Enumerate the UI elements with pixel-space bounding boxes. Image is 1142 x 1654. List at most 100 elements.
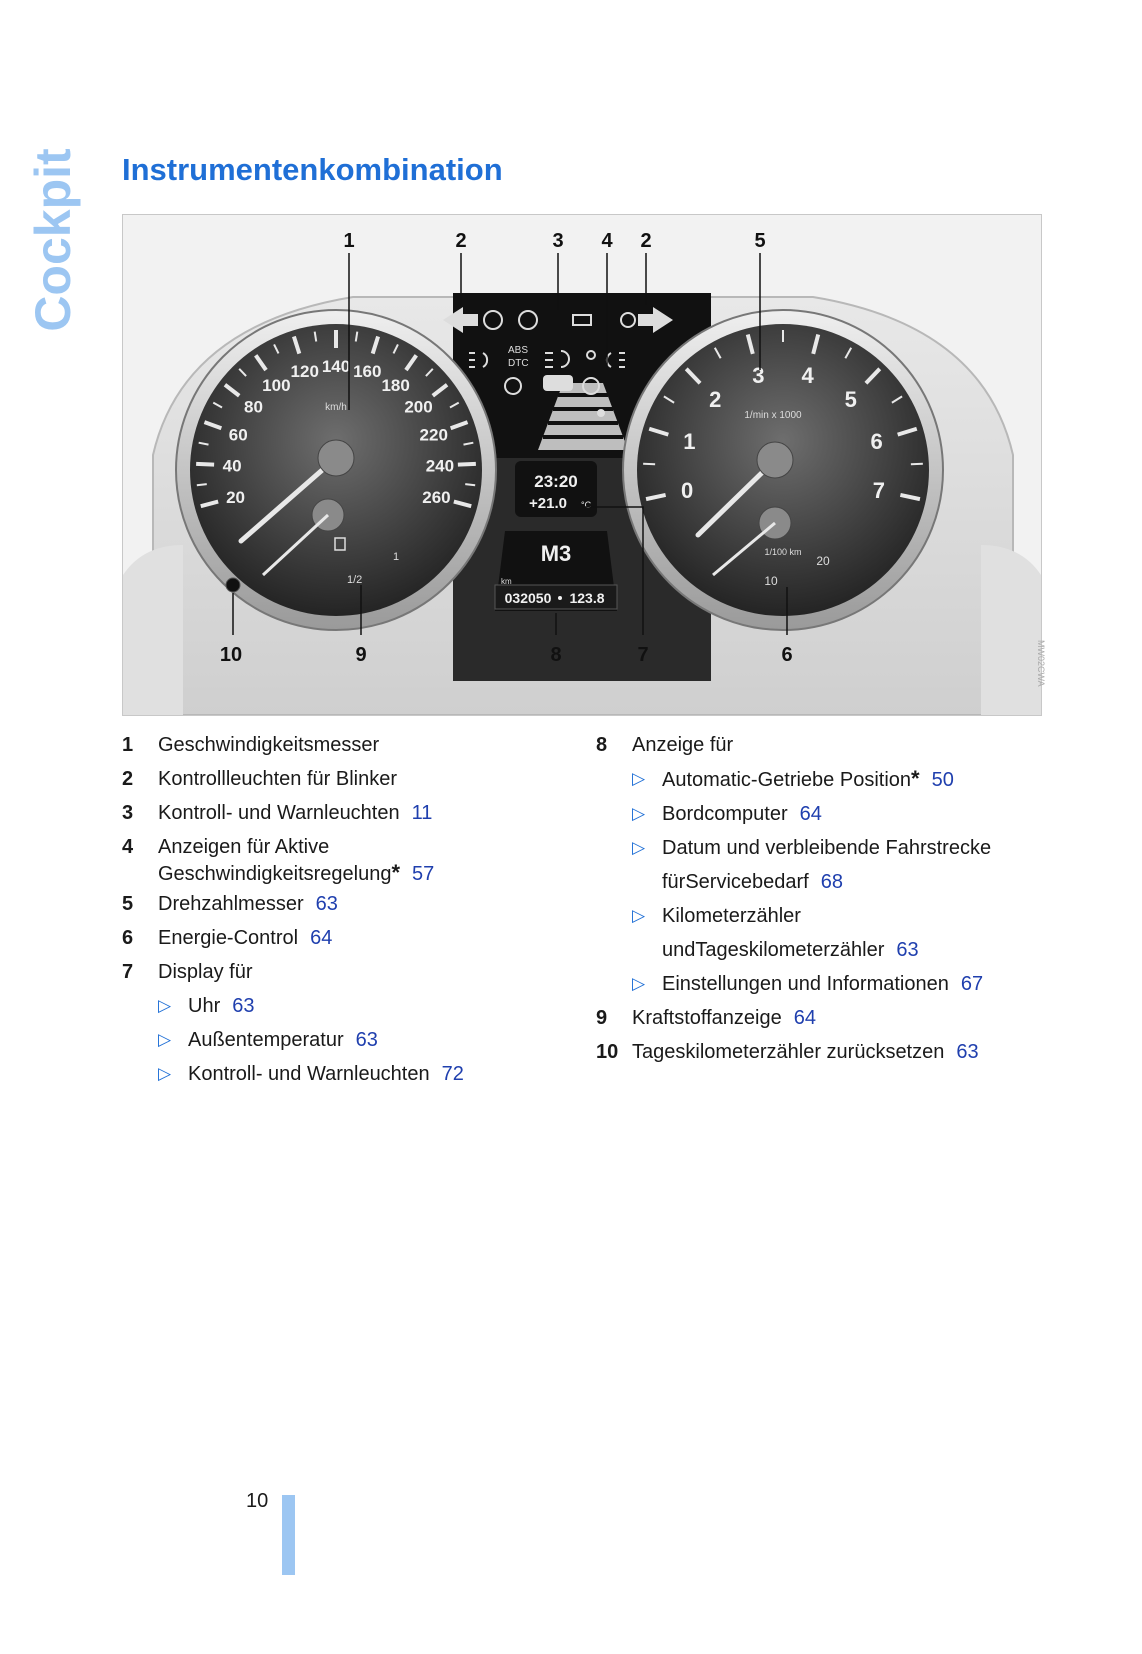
display-odometer: 032050 <box>505 590 552 606</box>
speedometer-tick <box>392 343 399 354</box>
callout-4: 4 <box>601 230 613 252</box>
callout-9: 9 <box>355 644 366 666</box>
bullet-triangle-icon: ▷ <box>632 769 646 788</box>
display-temperature: +21.0 <box>529 495 567 512</box>
tpms-icon <box>582 377 600 395</box>
legend-text: Anzeige für <box>632 734 734 756</box>
bullet-triangle-icon: ▷ <box>158 996 172 1015</box>
instrument-cluster-figure: ABS DTC 23:20 +21.0 °C M3 km 032050 123.… <box>122 214 1042 716</box>
engine-lamp-icon <box>572 314 592 326</box>
bullet-triangle-icon: ▷ <box>158 1030 172 1049</box>
speedometer-tick <box>196 483 207 487</box>
speedometer-tick <box>370 335 381 355</box>
legend-number: 10 <box>596 1041 619 1063</box>
figure-code: MW02CWA <box>1036 640 1046 687</box>
speedometer-label: 40 <box>223 456 242 475</box>
page-reference-link[interactable]: 72 <box>441 1063 464 1085</box>
display-km-unit: km <box>501 577 512 586</box>
fuel-needle <box>261 513 330 577</box>
tachometer-label: 3 <box>752 363 764 388</box>
display-temp-unit: °C <box>581 500 592 510</box>
chapter-tab: Cockpit <box>25 148 81 331</box>
speedometer-tick <box>212 401 223 409</box>
legend-text: Display für <box>158 961 253 983</box>
page-reference-link[interactable]: 68 <box>820 871 843 893</box>
legend-text-continued: Geschwindigkeitsregelung*57 <box>158 860 435 885</box>
headlight-icon <box>545 350 570 368</box>
speedometer-label: 140 <box>322 357 350 376</box>
speedometer-tick <box>465 483 476 487</box>
energy-mark-10: 10 <box>764 574 778 588</box>
fuel-pump-icon <box>334 537 346 551</box>
page-reference-link[interactable]: 67 <box>960 973 984 995</box>
callout-3: 3 <box>552 230 563 252</box>
legend-number: 6 <box>122 927 134 949</box>
legend-text: Kraftstoffanzeige <box>632 1007 782 1029</box>
page-reference-link[interactable]: 64 <box>310 927 333 949</box>
speedometer-tick <box>457 461 476 467</box>
legend-number: 5 <box>122 893 134 915</box>
legend-number: 7 <box>122 961 134 983</box>
page-reference-link[interactable]: 50 <box>931 769 954 791</box>
speedometer-tick <box>223 383 241 398</box>
tachometer-tick <box>811 333 821 355</box>
page-reference-link[interactable]: 63 <box>355 1029 378 1051</box>
legend-entry-10: 10 Tageskilometerzähler zurücksetzen 63 <box>596 1035 1056 1069</box>
parking-brake-icon <box>518 310 538 330</box>
airbag-icon <box>620 312 636 328</box>
legend-text: Tageskilometerzähler zurücksetzen <box>632 1041 945 1063</box>
callout-8: 8 <box>550 644 561 666</box>
page-reference-link[interactable]: 11 <box>411 802 433 824</box>
legend-number: 3 <box>122 802 134 824</box>
energy-needle <box>712 521 776 577</box>
speedometer-tick <box>313 331 318 342</box>
display-model: M3 <box>541 541 572 566</box>
tachometer-tick <box>643 462 656 466</box>
optional-equipment-star: * <box>911 766 920 791</box>
fuel-mark-half: 1/2 <box>347 574 362 586</box>
speedometer-unit: km/h <box>325 402 347 413</box>
page-reference-link[interactable]: 63 <box>315 893 338 915</box>
speedometer-label: 180 <box>381 376 409 395</box>
speedometer-label: 240 <box>426 456 454 475</box>
callout-2-right: 2 <box>640 230 651 252</box>
page-marker-bar <box>282 1495 295 1575</box>
page-reference-link[interactable]: 64 <box>799 803 822 825</box>
tachometer-label: 0 <box>681 478 693 503</box>
speedometer-tick <box>273 343 280 354</box>
dtc-lamp-label: DTC <box>508 358 529 369</box>
tachometer-tick <box>648 426 669 437</box>
tachometer-label: 7 <box>873 478 885 503</box>
page-reference-link[interactable]: 64 <box>793 1007 816 1029</box>
legend-subitem-text: Automatic-Getriebe Position <box>662 769 912 791</box>
legend-number: 1 <box>122 734 134 756</box>
speedometer-label: 20 <box>226 488 245 507</box>
legend-text: Kontroll- und Warnleuchten <box>158 802 400 824</box>
callout-1: 1 <box>343 230 354 252</box>
legend-number: 4 <box>122 836 134 858</box>
page-reference-link[interactable]: 63 <box>956 1041 979 1063</box>
fuel-mark-full: 1 <box>393 551 399 563</box>
section-title: Instrumentenkombination <box>122 152 503 187</box>
energy-mark-20: 20 <box>816 554 830 568</box>
speedometer-tick <box>198 441 209 446</box>
page-reference-link[interactable]: 63 <box>232 995 255 1017</box>
traction-icon <box>504 377 522 395</box>
speedometer-label: 200 <box>404 398 432 417</box>
legend-entry-7: 7 Display für <box>122 955 592 989</box>
page-reference-link[interactable]: 63 <box>896 939 919 961</box>
energy-unit: 1/100 km <box>764 547 801 557</box>
page-reference-link[interactable]: 57 <box>412 863 435 885</box>
display-trip: 123.8 <box>569 590 604 606</box>
